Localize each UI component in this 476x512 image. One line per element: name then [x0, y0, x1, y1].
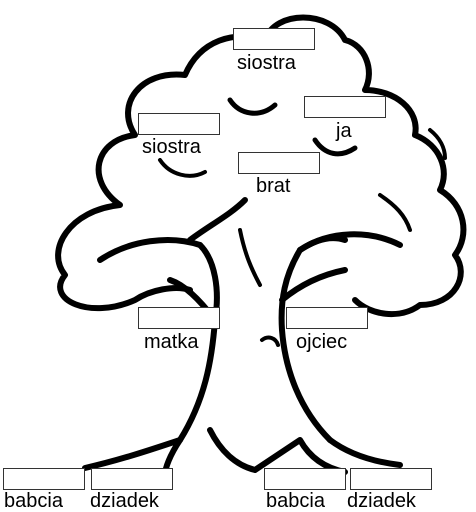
tree-branch-right: [279, 235, 348, 303]
answer-box-mother[interactable]: [138, 307, 220, 329]
tree-crown-inner-curve-3: [378, 193, 412, 232]
label-sister-left: siostra: [140, 136, 203, 158]
answer-box-sister-top[interactable]: [233, 28, 315, 50]
tree-trunk-right: [278, 247, 333, 443]
answer-box-grandfather-1[interactable]: [91, 468, 173, 490]
tree-roots: [82, 427, 403, 478]
label-brother: brat: [254, 175, 293, 197]
answer-box-brother[interactable]: [238, 152, 320, 174]
tree-crown-inner-curve-1: [97, 237, 203, 263]
tree-crown-inner-curve-7: [428, 128, 447, 160]
tree-trunk-knot: [260, 335, 280, 347]
label-mother: matka: [142, 331, 201, 353]
tree-crown-inner-curve-4: [227, 97, 278, 116]
tree-crown-inner-curve-6: [158, 158, 207, 178]
label-grandfather-1: dziadek: [88, 490, 161, 512]
label-grandfather-2: dziadek: [345, 490, 418, 512]
label-me: ja: [334, 120, 354, 142]
answer-box-grandmother-1[interactable]: [3, 468, 85, 490]
answer-box-me[interactable]: [304, 96, 386, 118]
answer-box-grandfather-2[interactable]: [350, 468, 432, 490]
label-father: ojciec: [294, 331, 350, 353]
label-grandmother-1: babcia: [2, 490, 65, 512]
answer-box-sister-left[interactable]: [138, 113, 220, 135]
label-sister-top: siostra: [235, 52, 298, 74]
answer-box-father[interactable]: [286, 307, 368, 329]
label-grandmother-2: babcia: [264, 490, 327, 512]
tree-crown-inner-curve-5: [312, 137, 358, 157]
answer-box-grandmother-2[interactable]: [264, 468, 346, 490]
tree-trunk-detail: [238, 228, 262, 287]
